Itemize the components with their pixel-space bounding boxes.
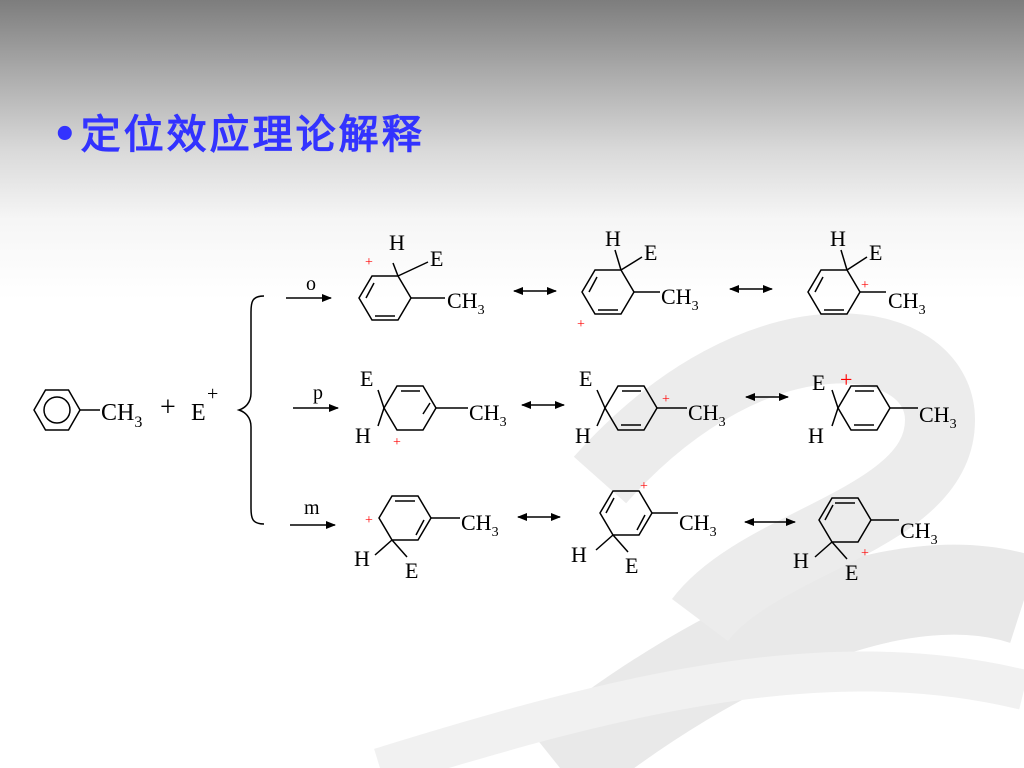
label-ch3: CH3 bbox=[919, 402, 957, 432]
label-ch3: CH3 bbox=[679, 510, 717, 540]
charge-plus: + bbox=[577, 317, 585, 332]
label-h: H bbox=[575, 423, 591, 448]
electrophile: E bbox=[191, 400, 206, 426]
para-ring-1 bbox=[377, 385, 468, 431]
charge-plus: + bbox=[640, 479, 648, 494]
electrophile-charge: + bbox=[207, 383, 218, 405]
ortho-ring-2 bbox=[581, 249, 660, 315]
meta-ring-2 bbox=[595, 490, 678, 553]
label-e: E bbox=[430, 246, 443, 271]
charge-plus: + bbox=[365, 255, 373, 270]
para-ring-3 bbox=[831, 385, 918, 431]
label-e: E bbox=[845, 560, 858, 585]
meta-ring-3 bbox=[814, 497, 899, 560]
reactant-plus: + bbox=[160, 392, 176, 423]
label-e: E bbox=[579, 366, 592, 391]
label-h: H bbox=[355, 423, 371, 448]
label-ch3: CH3 bbox=[447, 288, 485, 318]
path-label-ortho: o bbox=[306, 273, 316, 295]
toluene-ring bbox=[33, 389, 100, 431]
label-e: E bbox=[869, 240, 882, 265]
label-h: H bbox=[571, 542, 587, 567]
title-text: 定位效应理论解释 bbox=[80, 112, 425, 158]
charge-plus: + bbox=[365, 513, 373, 528]
label-h: H bbox=[830, 226, 846, 251]
label-h: H bbox=[808, 423, 824, 448]
meta-ring-1 bbox=[374, 495, 460, 558]
label-e: E bbox=[360, 366, 373, 391]
ortho-ring-3 bbox=[807, 249, 886, 315]
label-e: E bbox=[644, 240, 657, 265]
charge-plus: + bbox=[662, 392, 670, 407]
charge-plus: + bbox=[840, 367, 852, 392]
para-ring-2 bbox=[596, 385, 687, 431]
reactant-methyl: CH3 bbox=[101, 400, 142, 431]
label-e: E bbox=[812, 370, 825, 395]
label-h: H bbox=[605, 226, 621, 251]
path-label-para: p bbox=[313, 382, 323, 404]
label-ch3: CH3 bbox=[900, 518, 938, 548]
label-ch3: CH3 bbox=[469, 400, 507, 430]
curly-brace bbox=[236, 295, 265, 525]
charge-plus: + bbox=[861, 278, 869, 293]
title-bullet: • bbox=[52, 112, 81, 158]
slide-title: •定位效应理论解释 bbox=[52, 102, 425, 160]
path-label-meta: m bbox=[304, 497, 320, 519]
label-h: H bbox=[793, 548, 809, 573]
label-ch3: CH3 bbox=[661, 284, 699, 314]
charge-plus: + bbox=[861, 546, 869, 561]
label-e: E bbox=[625, 553, 638, 578]
label-ch3: CH3 bbox=[688, 400, 726, 430]
label-h: H bbox=[354, 546, 370, 571]
label-ch3: CH3 bbox=[888, 288, 926, 318]
label-e: E bbox=[405, 558, 418, 583]
label-h: H bbox=[389, 230, 405, 255]
label-ch3: CH3 bbox=[461, 510, 499, 540]
ortho-ring-1 bbox=[358, 261, 445, 321]
charge-plus: + bbox=[393, 435, 401, 450]
